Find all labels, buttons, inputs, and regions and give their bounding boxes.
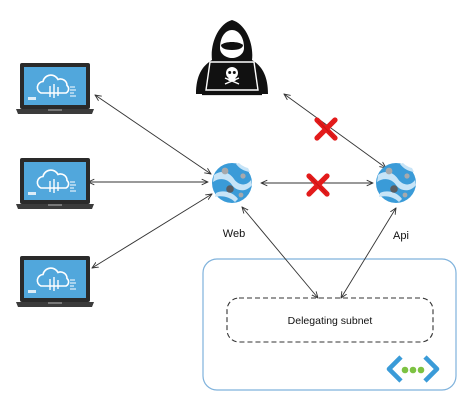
laptop-cloud-icon: [15, 255, 95, 308]
virtual-network-icon: [386, 355, 440, 383]
app-service-icon: [376, 163, 416, 203]
api-app-service: Api: [376, 163, 416, 242]
laptop-cloud-icon: [15, 62, 95, 115]
blocked-web-api-icon: [309, 176, 327, 194]
connection-subnet-api: [341, 208, 396, 298]
connection-web-subnet: [242, 207, 318, 298]
delegating-subnet: Delegating subnet: [226, 297, 434, 343]
connections: [88, 94, 396, 298]
connection-client-3-web: [92, 194, 212, 268]
delegating-subnet-label: Delegating subnet: [288, 315, 373, 327]
laptop-cloud-icon: [15, 157, 95, 210]
api-label: Api: [393, 230, 409, 242]
hacker-icon: [196, 20, 268, 96]
web-app-service: Web: [212, 163, 252, 240]
virtual-network-boundary: [202, 258, 457, 391]
web-label: Web: [223, 228, 245, 240]
app-service-icon: [212, 163, 252, 203]
connection-client-1-web: [95, 95, 211, 174]
connection-attacker-api: [284, 94, 386, 168]
